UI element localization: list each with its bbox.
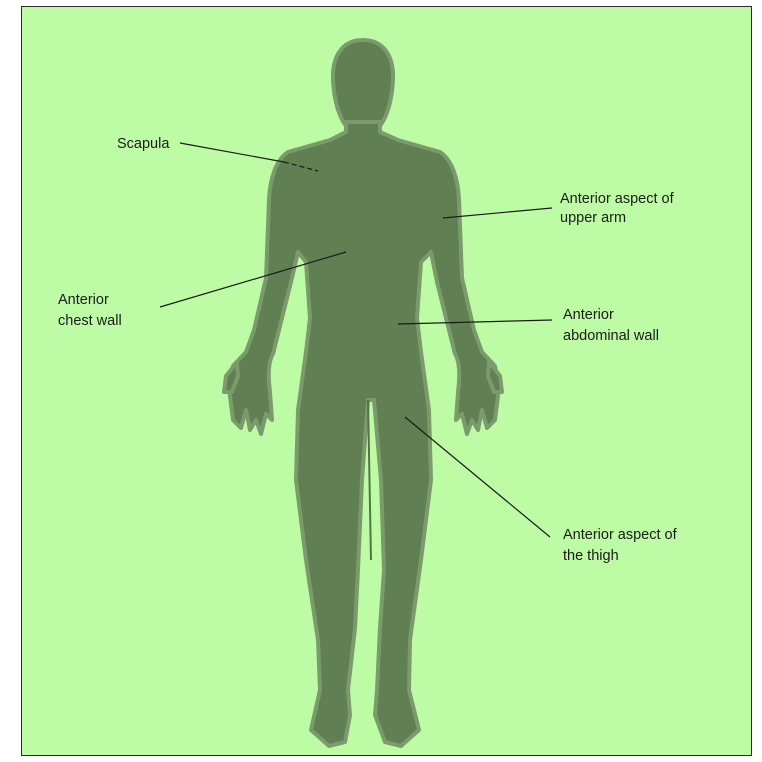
head [333, 40, 393, 126]
body-silhouette [224, 40, 502, 746]
label-abdominal-wall-line2: abdominal wall [563, 328, 659, 344]
scapula-leader [180, 143, 284, 162]
leg-separation [368, 400, 371, 560]
label-thigh-line1: Anterior aspect of [563, 527, 678, 543]
label-chest-wall-line2: chest wall [58, 313, 122, 329]
label-upper-arm-line2: upper arm [560, 210, 626, 226]
torso-and-limbs [229, 122, 499, 746]
label-scapula: Scapula [117, 136, 170, 152]
label-chest-wall-line1: Anterior [58, 292, 109, 308]
label-abdominal-wall-line1: Anterior [563, 307, 614, 323]
label-thigh-line2: the thigh [563, 548, 619, 564]
label-upper-arm-line1: Anterior aspect of [560, 191, 675, 207]
abdominal-wall-leader [398, 320, 552, 324]
